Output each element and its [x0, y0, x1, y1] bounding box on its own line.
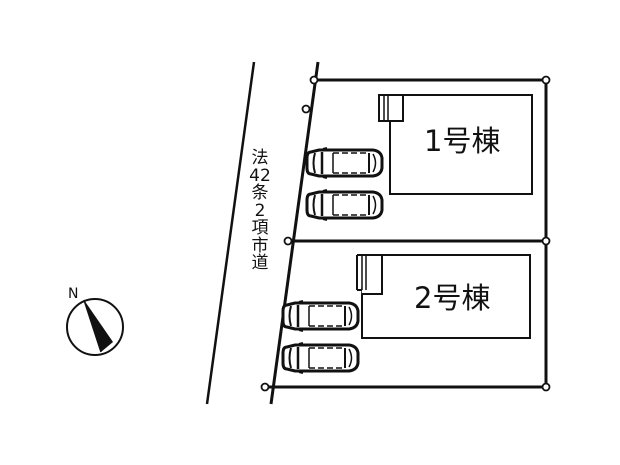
lot-1-boundary	[288, 78, 548, 243]
road-label-char: 42	[249, 165, 271, 186]
building-2	[356, 254, 531, 339]
road-label-char: 項	[251, 218, 269, 238]
compass-north-label: N	[68, 286, 78, 302]
parking-car-1a	[305, 146, 384, 180]
parking-car-1b	[305, 188, 384, 222]
road-label-char: 条	[251, 183, 269, 203]
building-2-label: 2号棟	[414, 281, 490, 315]
road-label: 法 42 条 2 項 市 道	[248, 148, 272, 273]
road-edge-line	[205, 61, 256, 405]
road-label-char: 法	[251, 148, 269, 168]
building-1-porch	[378, 94, 404, 122]
road-label-char: 道	[251, 253, 269, 273]
parking-car-2a	[281, 299, 360, 333]
building-1-label: 1号棟	[424, 124, 500, 158]
compass-icon	[66, 298, 124, 356]
boundary-markers	[260, 75, 551, 392]
building-1	[378, 94, 533, 195]
lot-west-boundary	[269, 61, 320, 405]
road-label-char: 市	[251, 235, 269, 256]
parking-car-2b	[281, 341, 360, 375]
road-label-char: 2	[254, 200, 266, 221]
